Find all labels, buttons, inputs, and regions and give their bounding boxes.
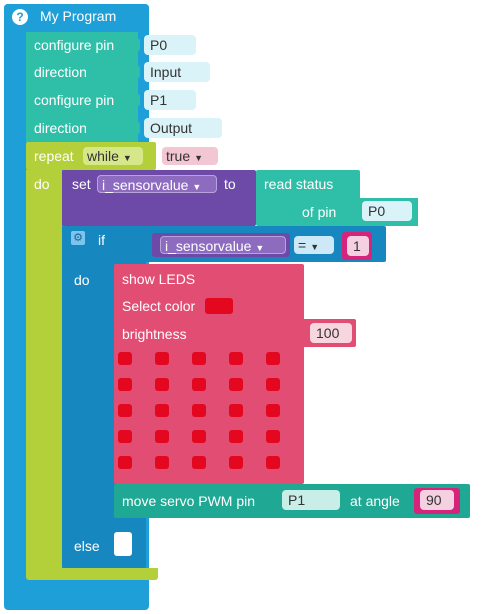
set-variable-value: i_sensorvalue [102, 177, 189, 193]
direction-label: direction [34, 120, 87, 136]
repeat-mode-dropdown[interactable]: while▼ [83, 147, 143, 165]
led-cell[interactable] [118, 430, 132, 443]
led-cell[interactable] [155, 378, 169, 391]
connector-nub [134, 66, 140, 78]
connector-nub [134, 94, 140, 106]
direction-block-2[interactable] [26, 113, 138, 142]
led-cell[interactable] [192, 456, 206, 469]
led-cell[interactable] [266, 456, 280, 469]
else-label: else [74, 538, 100, 554]
program-title: My Program [40, 8, 117, 24]
help-icon[interactable]: ? [12, 9, 28, 25]
direction-block-1[interactable] [26, 58, 138, 85]
color-swatch[interactable] [205, 298, 233, 314]
show-leds-title: show LEDS [122, 271, 196, 287]
chevron-down-icon: ▼ [122, 153, 132, 163]
brightness-field[interactable]: 100 [310, 323, 352, 343]
led-cell[interactable] [155, 430, 169, 443]
else-empty-slot[interactable] [114, 532, 132, 556]
repeat-do-label: do [34, 176, 50, 192]
direction-dropdown-input[interactable]: Input [144, 62, 210, 82]
led-cell[interactable] [155, 456, 169, 469]
move-servo-label: move servo PWM pin [122, 493, 256, 509]
repeat-label: repeat [34, 148, 74, 164]
repeat-while-footer [26, 568, 158, 580]
select-color-label: Select color [122, 298, 196, 314]
configure-pin-block-2[interactable] [26, 85, 138, 113]
set-label: set [72, 176, 91, 192]
led-cell[interactable] [192, 352, 206, 365]
pin-dropdown-p0[interactable]: P0 [144, 35, 196, 55]
led-cell[interactable] [118, 456, 132, 469]
set-variable-dropdown[interactable]: i_sensorvalue▼ [97, 175, 217, 193]
compare-variable-value: i_sensorvalue [165, 238, 252, 254]
led-cell[interactable] [229, 404, 243, 417]
led-cell[interactable] [155, 352, 169, 365]
set-to-label: to [224, 176, 236, 192]
repeat-condition-value: true [166, 148, 191, 164]
led-cell[interactable] [266, 378, 280, 391]
repeat-condition-dropdown[interactable]: true▼ [162, 147, 218, 165]
direction-label: direction [34, 64, 87, 80]
led-cell[interactable] [118, 352, 132, 365]
chevron-down-icon: ▼ [255, 243, 265, 253]
if-do-label: do [74, 272, 90, 288]
configure-pin-block-1[interactable] [26, 32, 138, 58]
at-angle-label: at angle [350, 493, 400, 509]
brightness-label: brightness [122, 326, 187, 342]
led-cell[interactable] [192, 404, 206, 417]
led-cell[interactable] [266, 352, 280, 365]
read-status-label: read status [264, 176, 334, 192]
chevron-down-icon: ▼ [192, 182, 202, 192]
configure-pin-label: configure pin [34, 37, 115, 53]
led-cell[interactable] [192, 430, 206, 443]
led-cell[interactable] [118, 378, 132, 391]
read-status-block[interactable] [256, 170, 360, 226]
read-pin-dropdown[interactable]: P0 [362, 201, 412, 221]
led-cell[interactable] [229, 352, 243, 365]
angle-field[interactable]: 90 [420, 490, 454, 510]
if-label: if [98, 232, 105, 248]
connector-nub [134, 39, 140, 51]
led-cell[interactable] [155, 404, 169, 417]
pin-dropdown-p1[interactable]: P1 [144, 90, 196, 110]
configure-pin-label: configure pin [34, 92, 115, 108]
led-cell[interactable] [266, 430, 280, 443]
repeat-mode-value: while [87, 148, 119, 164]
gear-icon[interactable]: ⚙ [71, 231, 85, 245]
led-cell[interactable] [118, 404, 132, 417]
servo-pin-dropdown[interactable]: P1 [282, 490, 340, 510]
direction-dropdown-output[interactable]: Output [144, 118, 222, 138]
chevron-down-icon: ▼ [194, 153, 204, 163]
led-cell[interactable] [229, 456, 243, 469]
led-cell[interactable] [266, 404, 280, 417]
repeat-while-arm [26, 170, 62, 570]
chevron-down-icon: ▼ [310, 242, 320, 252]
compare-variable-dropdown[interactable]: i_sensorvalue▼ [160, 236, 286, 254]
connector-nub [134, 122, 140, 134]
program-header [4, 4, 149, 32]
led-grid [118, 352, 298, 477]
led-cell[interactable] [229, 430, 243, 443]
led-cell[interactable] [192, 378, 206, 391]
of-pin-label: of pin [302, 204, 337, 220]
compare-operator-dropdown[interactable]: =▼ [294, 236, 334, 254]
compare-value-field[interactable]: 1 [347, 236, 369, 256]
compare-operator-value: = [298, 237, 307, 253]
led-cell[interactable] [229, 378, 243, 391]
